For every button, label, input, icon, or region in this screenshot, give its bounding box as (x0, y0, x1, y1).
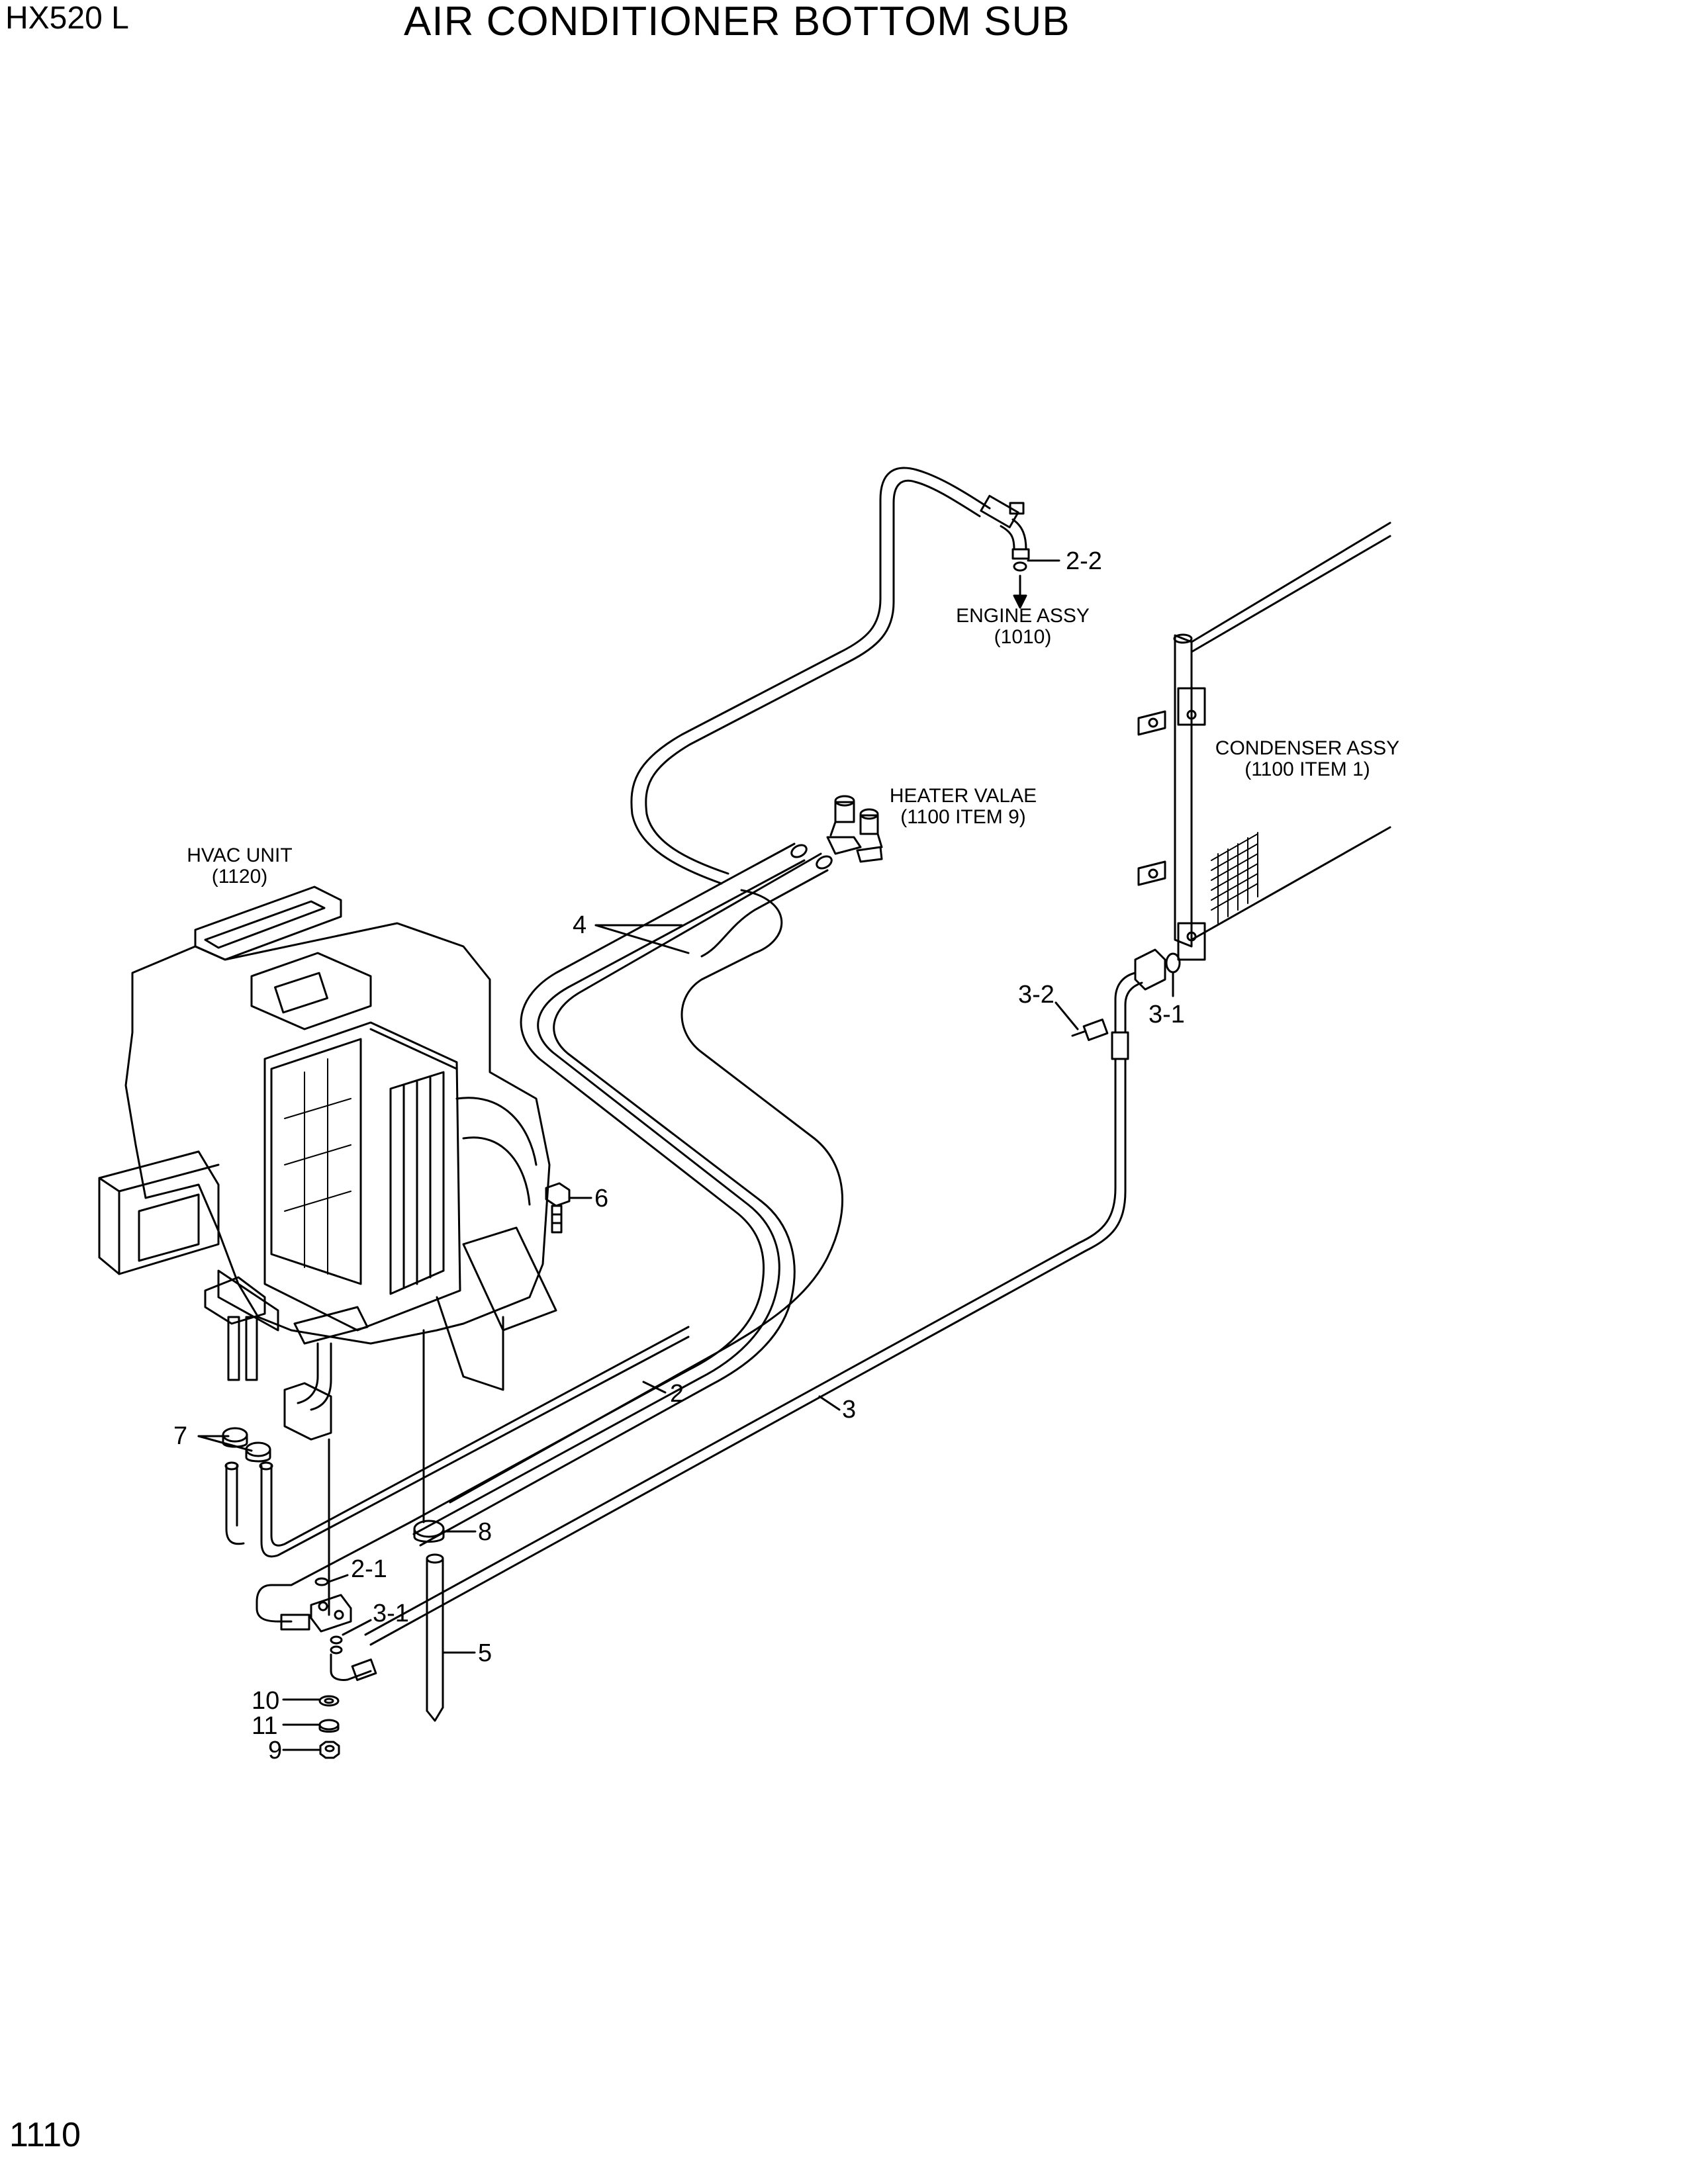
condenser (1137, 522, 1391, 961)
engine-fitting (980, 494, 1030, 572)
fitting-block (310, 1577, 377, 1681)
fitting-3-2 (1071, 1019, 1109, 1041)
callout-3-2: 3-2 (1018, 981, 1055, 1009)
leader-3-2 (1055, 1001, 1079, 1030)
page-title: AIR CONDITIONER BOTTOM SUB (404, 0, 1070, 44)
hvac-unit-ref: (1120) (212, 866, 268, 887)
heater-valve-label: HEATER VALAE (890, 785, 1037, 807)
hose-2 (256, 1326, 690, 1631)
heater-valve (826, 795, 883, 863)
washer-10 (318, 1695, 340, 1707)
callout-10: 10 (252, 1687, 279, 1715)
hvac-filter-grid (284, 1058, 352, 1275)
callout-3-1-bottom: 3-1 (373, 1600, 409, 1627)
engine-assy-ref: (1010) (994, 626, 1052, 648)
callout-5: 5 (478, 1639, 492, 1667)
heater-valve-ref: (1100 ITEM 9) (900, 806, 1026, 828)
bolt-6 (545, 1182, 571, 1234)
condenser-fins (1211, 832, 1258, 924)
callout-2: 2 (670, 1380, 684, 1408)
leader-3-1-bottom (342, 1619, 372, 1636)
page-number: 1110 (9, 2116, 81, 2154)
callout-8: 8 (478, 1518, 492, 1546)
leader-7b (197, 1435, 253, 1452)
hvac-unit-label: HVAC UNIT (187, 844, 292, 866)
engine-assy-label: ENGINE ASSY (956, 605, 1090, 627)
callout-9: 9 (268, 1737, 282, 1764)
leader-4b (594, 924, 690, 954)
callout-2-2: 2-2 (1066, 547, 1102, 575)
arrow-to-engine (1013, 574, 1027, 609)
callout-4: 4 (573, 911, 586, 939)
hose-4 (409, 842, 843, 1547)
hose-3 (364, 948, 1181, 1646)
condenser-ref: (1100 ITEM 1) (1244, 758, 1370, 780)
callout-7: 7 (173, 1422, 187, 1450)
callout-3-1-top: 3-1 (1149, 1001, 1185, 1028)
leader-3 (818, 1395, 841, 1411)
callout-2-1: 2-1 (351, 1555, 387, 1583)
callout-6: 6 (594, 1185, 608, 1212)
callout-3: 3 (842, 1396, 856, 1424)
leader-2 (642, 1381, 667, 1394)
callout-11: 11 (252, 1712, 277, 1740)
drain-hose-5 (426, 1553, 444, 1722)
condenser-label: CONDENSER ASSY (1215, 737, 1399, 759)
nut-9 (319, 1741, 340, 1759)
model-number: HX520 L (5, 1, 129, 36)
hvac-unit (98, 886, 557, 1616)
leader-2-1 (328, 1574, 349, 1583)
clip-7 (222, 1427, 273, 1545)
hose-2-2 (630, 467, 991, 885)
washer-11 (318, 1719, 340, 1733)
grommet-8 (413, 1520, 445, 1543)
